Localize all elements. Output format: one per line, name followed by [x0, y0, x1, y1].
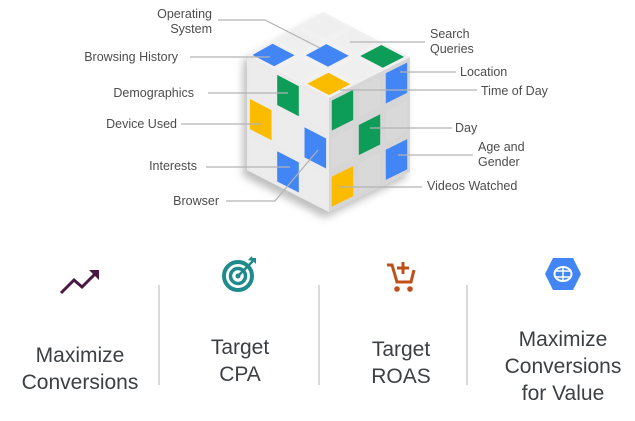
- label-interests: Interests: [149, 159, 197, 173]
- signals-cube: [181, 12, 477, 212]
- cube-tile-right-0-0: [331, 89, 354, 131]
- cube-tile-left-0-1: [277, 74, 299, 117]
- label-demographics: Demographics: [113, 86, 194, 100]
- trending-up-icon: [5, 262, 155, 302]
- cube-tile-right-2-2: [385, 139, 408, 180]
- label-browser: Browser: [173, 194, 219, 208]
- cube-tile-right-2-0: [331, 166, 354, 207]
- label-location: Location: [460, 65, 508, 79]
- cart-add-icon: [326, 256, 476, 296]
- cube-tile-left-1-1: [277, 113, 299, 155]
- cube-tile-left-2-2: [304, 165, 327, 207]
- strategy-name: Target CPA: [210, 336, 270, 386]
- line-browser: [226, 149, 319, 202]
- line-operating-system: [218, 19, 321, 49]
- strategy-name: Target ROAS: [371, 338, 431, 388]
- cube-tile-top-2-0: [252, 43, 295, 67]
- divider: [318, 285, 320, 385]
- cube-tile-right-2-1: [358, 152, 381, 194]
- cube-tile-right-1-2: [385, 100, 408, 142]
- cube-tile-left-1-2: [304, 127, 327, 169]
- cube-tile-right-1-0: [331, 127, 354, 169]
- cube-tile-top-2-2: [307, 72, 351, 96]
- label-search-queries: Search Queries: [430, 27, 474, 56]
- cube-tile-right-0-2: [385, 62, 408, 104]
- cube-tile-left-2-0: [249, 137, 272, 179]
- label-day: Day: [455, 121, 478, 135]
- cube-tile-top-0-2: [360, 45, 405, 68]
- cube-tile-top-0-0: [303, 15, 347, 39]
- label-browsing-history: Browsing History: [84, 50, 178, 64]
- cube-tile-right-0-1: [358, 76, 381, 117]
- ai-brain-icon: [488, 254, 635, 294]
- label-videos-watched: Videos Watched: [427, 179, 518, 193]
- label-operating-system: Operating System: [157, 7, 212, 36]
- cube-tile-left-2-1: [277, 151, 299, 193]
- cube-tile-left-0-0: [249, 60, 272, 102]
- strategy-name: Maximize Conversions for Value: [504, 328, 622, 405]
- strategy-maximize-conversions-for-value: Maximize Conversions for Value: [488, 258, 635, 407]
- label-time-of-day: Time of Day: [481, 84, 548, 98]
- cube-tile-right-1-1: [358, 114, 381, 156]
- cube-tile-top-2-1: [279, 58, 323, 81]
- cube-tile-top-1-1: [305, 44, 349, 67]
- strategy-name: Maximize Conversions: [21, 344, 139, 394]
- callout-lines: [181, 19, 477, 202]
- label-device-used: Device Used: [106, 117, 177, 131]
- divider: [466, 285, 468, 385]
- cube-tile-top-1-0: [277, 29, 321, 53]
- divider: [158, 285, 160, 385]
- cube-tile-left-1-0: [249, 98, 272, 141]
- strategy-maximize-conversions: Maximize Conversions: [5, 262, 155, 396]
- strategy-target-roas: Target ROAS: [326, 262, 476, 390]
- strategy-target-cpa: Target CPA: [165, 256, 315, 388]
- cube-tile-top-1-2: [333, 58, 378, 82]
- cube-tile-left-0-2: [304, 89, 327, 131]
- label-age-and-gender: Age and Gender: [478, 140, 525, 169]
- target-icon: [165, 254, 315, 294]
